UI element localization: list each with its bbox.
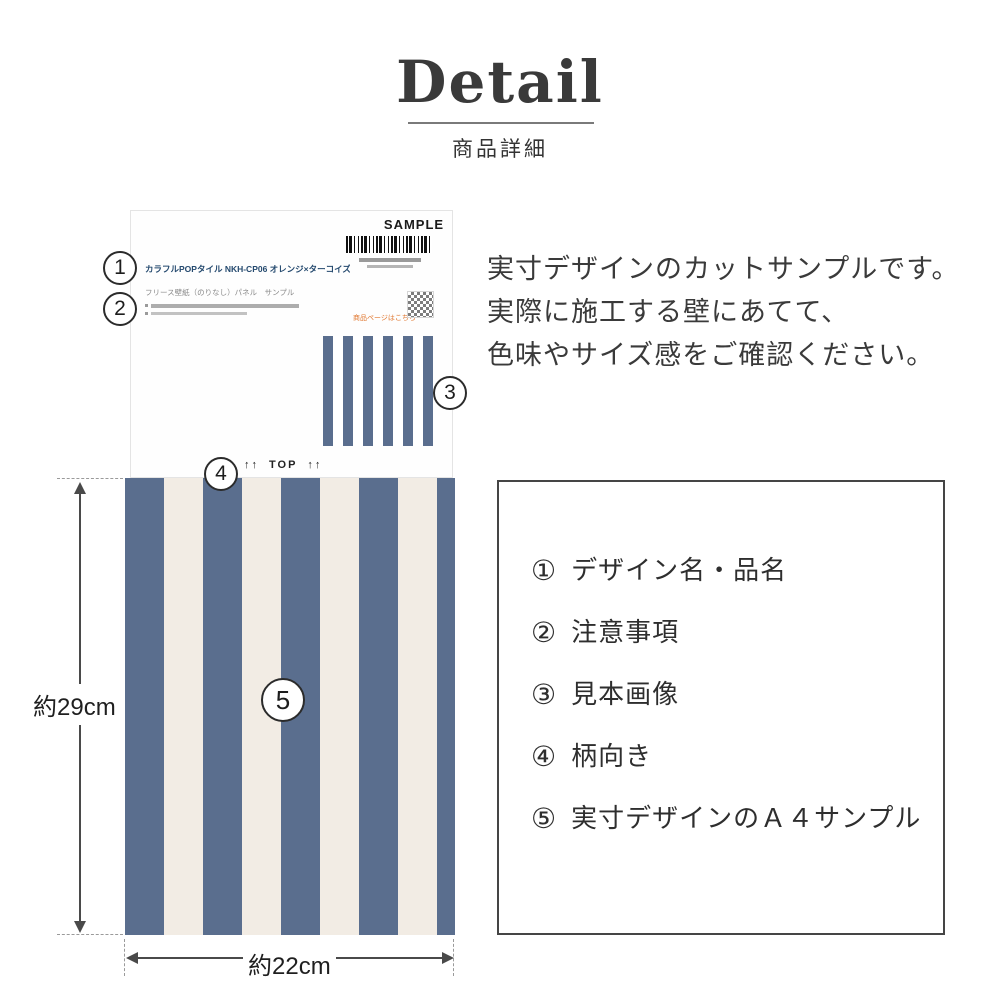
pattern-swatch-preview	[323, 336, 433, 446]
dimension-guide-line	[57, 478, 123, 479]
up-arrows-icon: ↑↑	[244, 459, 259, 471]
legend-item-2: ② 注意事項	[531, 617, 933, 648]
description-line: 色味やサイズ感をご確認ください。	[487, 340, 935, 370]
legend-item-3: ③ 見本画像	[531, 679, 933, 710]
description-line: 実寸デザインのカットサンプルです。	[487, 254, 960, 284]
page-subtitle: 商品詳細	[452, 138, 548, 161]
description-text: 実寸デザインのカットサンプルです。 実際に施工する壁にあてて、 色味やサイズ感を…	[487, 248, 960, 377]
legend-label: 注意事項	[571, 617, 680, 647]
legend-item-5: ⑤ 実寸デザインのＡ４サンプル	[531, 803, 933, 834]
description-line: 実際に施工する壁にあてて、	[487, 297, 850, 327]
arrow-up-icon	[74, 482, 86, 494]
callout-marker-1: 1	[103, 251, 137, 285]
legend-label: 柄向き	[571, 741, 653, 771]
barcode-image	[346, 236, 432, 253]
bullet-dot	[145, 304, 148, 307]
pattern-direction-indicator: ↑↑ TOP ↑↑	[244, 459, 322, 471]
callout-marker-4: 4	[204, 457, 238, 491]
legend-item-1: ① デザイン名・品名	[531, 555, 933, 586]
height-dimension-label: 約29cm	[28, 684, 121, 725]
qr-caption: 商品ページはこちら	[353, 315, 416, 322]
callout-marker-2: 2	[103, 292, 137, 326]
legend-label: 見本画像	[571, 679, 680, 709]
barcode-text-placeholder	[367, 265, 413, 268]
dimension-guide-line	[124, 939, 125, 976]
card-note: フリース壁紙（のりなし）パネル サンプル	[145, 288, 295, 297]
top-label: TOP	[269, 459, 298, 471]
callout-marker-3: 3	[433, 376, 467, 410]
circled-number-icon: ④	[531, 741, 558, 772]
arrow-down-icon	[74, 921, 86, 933]
arrow-left-icon	[126, 952, 138, 964]
barcode-text-placeholder	[359, 258, 421, 262]
page-title: Detail	[396, 48, 604, 116]
sample-card: SAMPLE カラフルPOPタイル NKH-CP06 オレンジ×ターコイズ目地 …	[130, 210, 453, 478]
legend-label: 実寸デザインのＡ４サンプル	[571, 803, 922, 833]
legend-item-4: ④ 柄向き	[531, 741, 933, 772]
note-line-placeholder	[151, 304, 299, 308]
width-dimension-label: 約22cm	[243, 943, 336, 984]
circled-number-icon: ②	[531, 617, 558, 648]
circled-number-icon: ①	[531, 555, 558, 586]
dimension-guide-line	[57, 934, 123, 935]
qr-code-icon	[407, 291, 434, 318]
legend-box: ① デザイン名・品名 ② 注意事項 ③ 見本画像 ④ 柄向き ⑤ 実寸デザインの…	[497, 480, 945, 935]
legend-label: デザイン名・品名	[571, 555, 788, 585]
arrow-right-icon	[442, 952, 454, 964]
product-name: カラフルPOPタイル NKH-CP06 オレンジ×ターコイズ目地	[145, 264, 350, 274]
up-arrows-icon: ↑↑	[307, 459, 323, 471]
circled-number-icon: ③	[531, 679, 558, 710]
title-underline	[408, 122, 594, 124]
bullet-dot	[145, 312, 148, 315]
callout-marker-5: 5	[261, 678, 305, 722]
sample-label: SAMPLE	[383, 217, 445, 232]
note-line-placeholder	[151, 312, 247, 315]
circled-number-icon: ⑤	[531, 803, 558, 834]
